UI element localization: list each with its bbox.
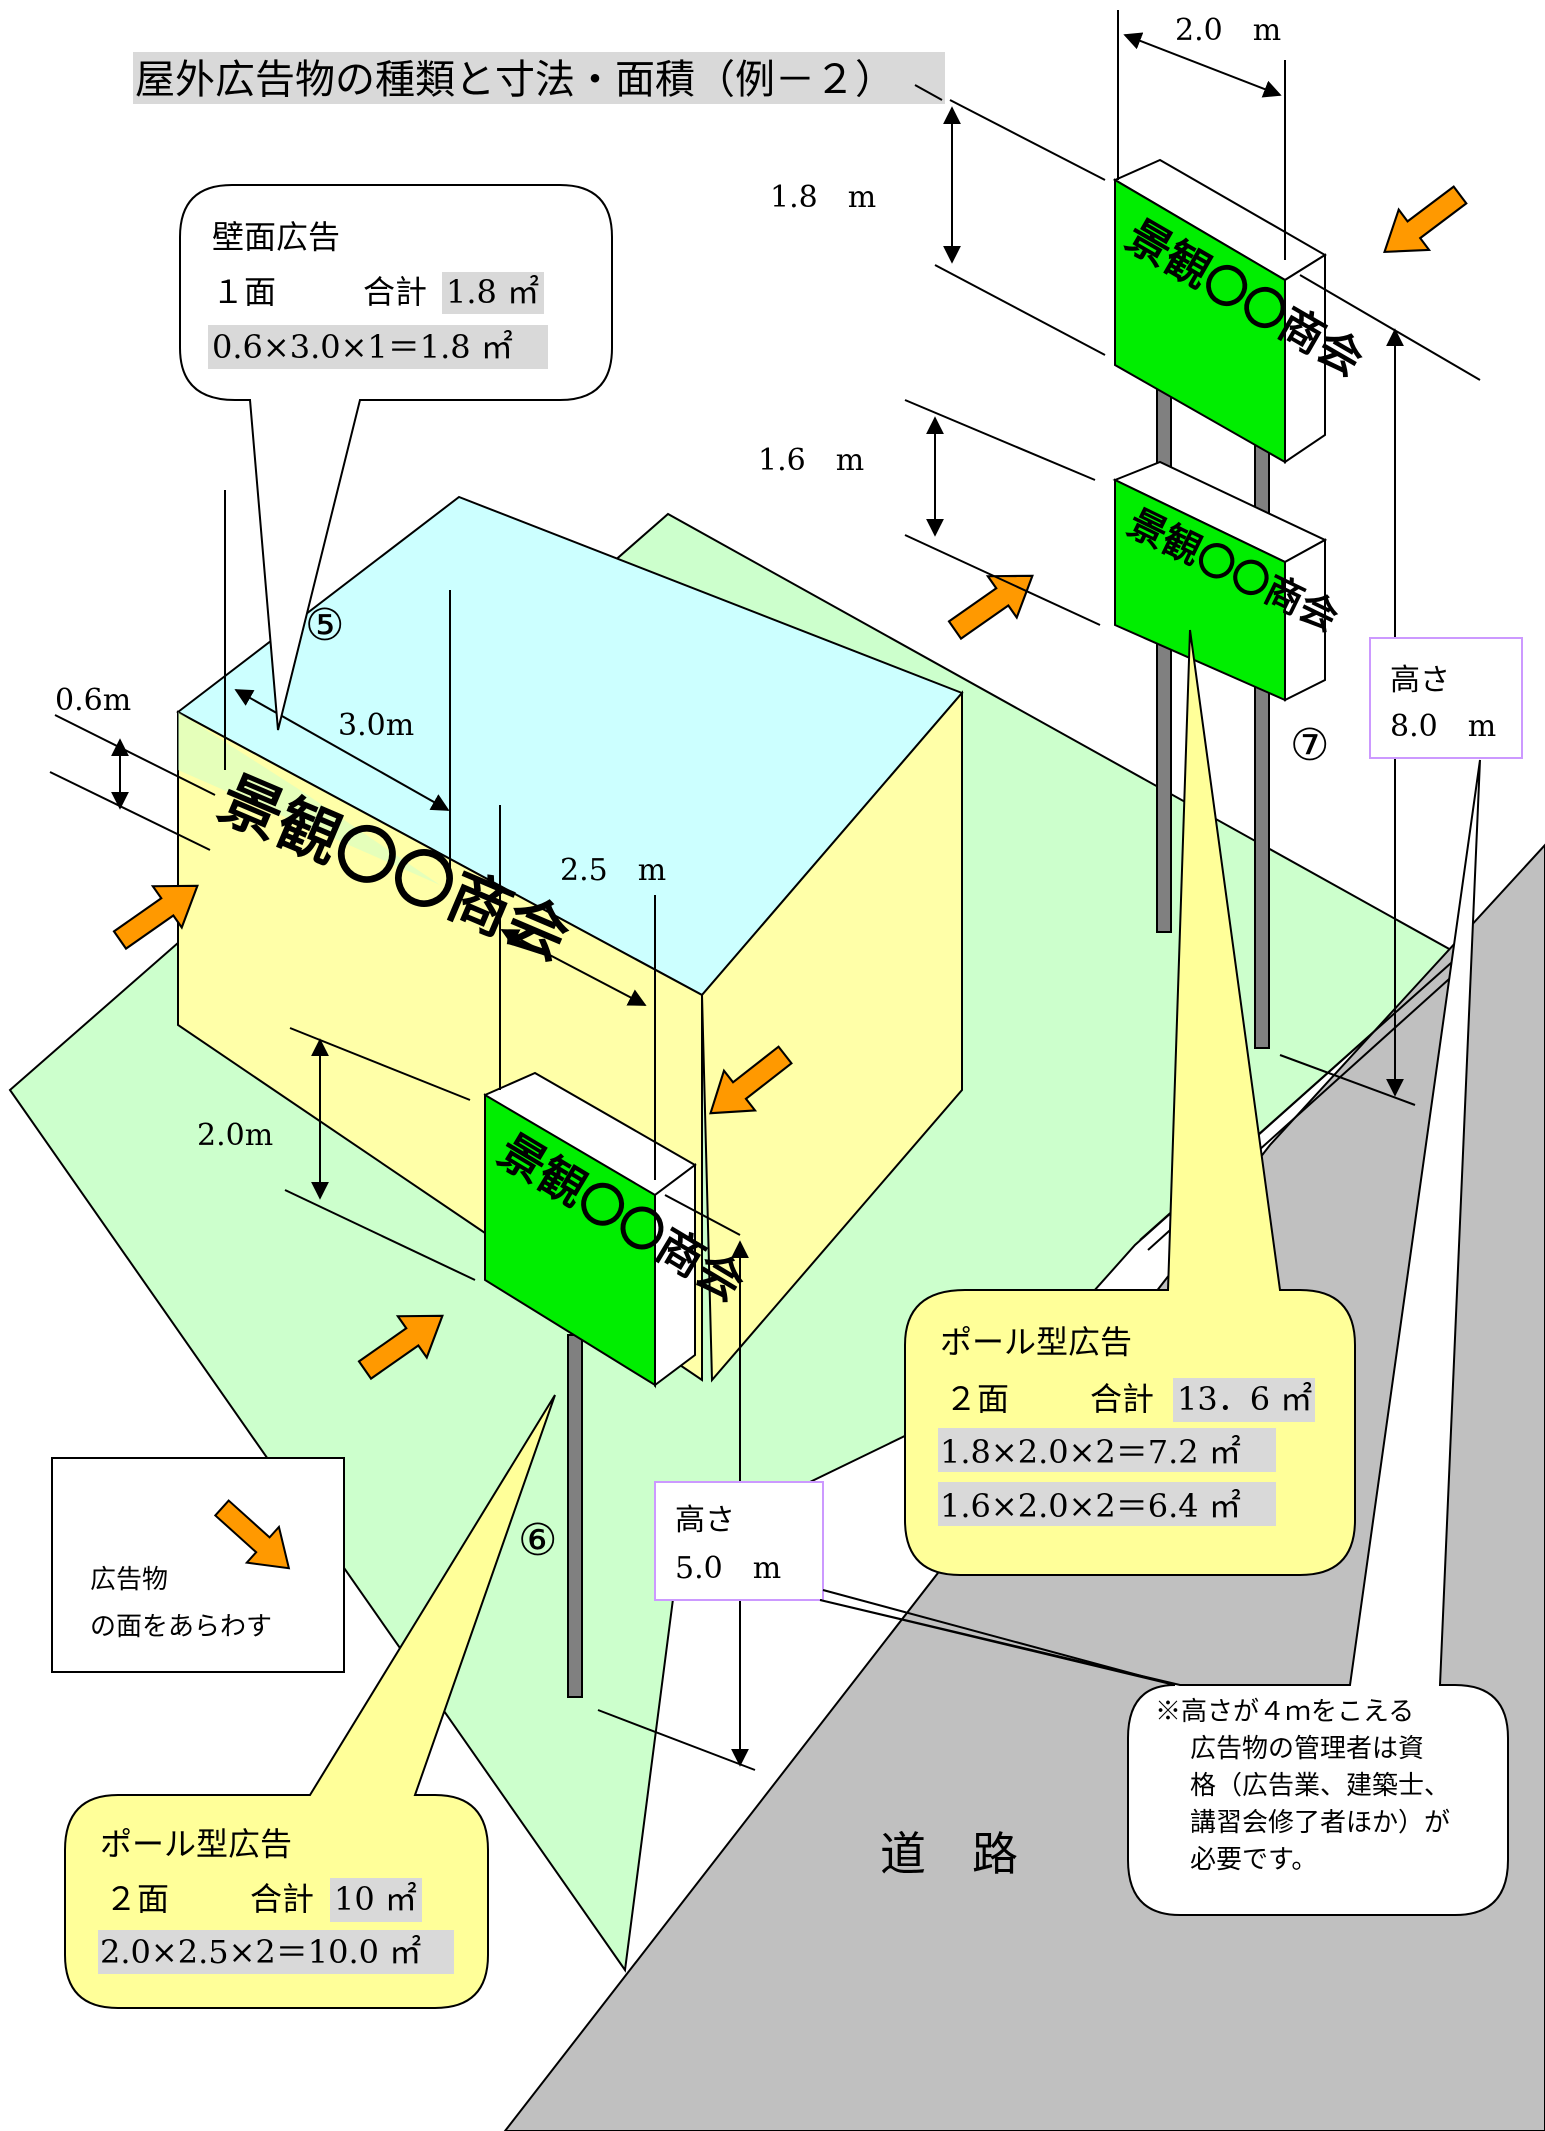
callout-pole7-formula2: 1.6×2.0×2＝6.4 ㎡: [940, 1487, 1241, 1525]
callout-note-line-4: 講習会修了者ほか）が: [1190, 1808, 1450, 1838]
height-box-pole6: [654, 1481, 824, 1601]
legend-line-2: の面をあらわす: [90, 1612, 272, 1642]
callout-pole7-faces: ２面: [945, 1380, 1009, 1418]
dim-wall-width: 3.0m: [338, 708, 414, 743]
callout-wall-bubble: [179, 184, 613, 731]
callout-pole6-total-value: 10 ㎡: [334, 1880, 417, 1918]
marker-pole6: ⑥: [518, 1515, 557, 1566]
callout-note-line-5: 必要です。: [1190, 1845, 1317, 1875]
height-box-pole7: [1369, 637, 1523, 759]
callout-note-line-3: 格（広告業、建築士、: [1190, 1771, 1450, 1801]
legend-box: [51, 1457, 345, 1673]
title-highlight: [133, 52, 945, 104]
orange-arrow-icon: [939, 554, 1048, 652]
dim-lower-sign-height: 1.6 m: [758, 443, 864, 478]
callout-pole7-formula2-highlight: [938, 1482, 1276, 1526]
dim-pole6-sign-height: 2.0m: [197, 1118, 273, 1153]
dim-upper-sign-height: 1.8 m: [770, 180, 876, 215]
callout-pole6-formula: 2.0×2.5×2＝10.0 ㎡: [100, 1933, 421, 1971]
callout-pole7-title: ポール型広告: [940, 1323, 1132, 1361]
callout-pole6-title: ポール型広告: [100, 1825, 292, 1863]
orange-arrow-icon: [1368, 173, 1477, 274]
callout-note-line-2: 広告物の管理者は資: [1190, 1734, 1424, 1764]
marker-wall: ⑤: [305, 600, 344, 651]
callout-wall-faces: １面: [212, 273, 276, 311]
callout-wall-total-value: 1.8 ㎡: [446, 273, 539, 311]
height-box-pole7-label: 高さ: [1390, 663, 1450, 698]
callout-pole7-bubble: [904, 629, 1356, 1576]
title-leader: [914, 84, 943, 101]
callout-pole7-formula1-highlight: [938, 1428, 1276, 1472]
callout-wall-formula: 0.6×3.0×1＝1.8 ㎡: [212, 328, 513, 366]
callout-pole6-bubble: [64, 1394, 556, 2009]
callout-pole7-formula1: 1.8×2.0×2＝7.2 ㎡: [940, 1433, 1241, 1471]
callout-note-line-1: ※高さが４ｍをこえる: [1155, 1697, 1414, 1727]
marker-pole7: ⑦: [1290, 720, 1329, 771]
road-label: 道 路: [880, 1827, 1018, 1881]
callout-wall-title: 壁面広告: [212, 218, 340, 256]
dim-pole6-width: 2.5 m: [560, 853, 666, 888]
callout-pole6-total-label: 合計: [250, 1880, 314, 1918]
callout-pole6-total-highlight: [330, 1878, 422, 1922]
height-box-pole6-label: 高さ: [675, 1503, 735, 1538]
callout-pole6-formula-highlight: [98, 1930, 454, 1974]
height-box-pole6-value: 5.0 m: [675, 1551, 781, 1586]
page-title: 屋外広告物の種類と寸法・面積（例－２）: [135, 57, 895, 103]
pole7-upper-sign-face: [1114, 178, 1286, 464]
callout-note-bubble: [819, 759, 1509, 1916]
pole7-lower-sign-face: [1114, 478, 1286, 702]
callout-wall-total-label: 合計: [363, 273, 427, 311]
pole6-sign-face: [484, 1093, 656, 1387]
callout-wall-formula-highlight: [208, 325, 548, 369]
legend-line-1: 広告物: [90, 1565, 168, 1595]
height-box-pole7-value: 8.0 m: [1390, 709, 1496, 744]
pole6-pole: [567, 1334, 583, 1698]
dim-wall-height: 0.6m: [55, 683, 131, 718]
building-side-wall: [700, 690, 963, 1383]
callout-pole7-total-highlight: [1173, 1378, 1315, 1422]
callout-pole7-total-value: 13．6 ㎡: [1177, 1380, 1312, 1418]
callout-wall-total-highlight: [442, 272, 544, 314]
note-leader: [822, 1589, 1176, 1686]
dim-top-width: 2.0 m: [1175, 13, 1281, 48]
callout-pole7-total-label: 合計: [1090, 1380, 1154, 1418]
callout-pole6-faces: ２面: [105, 1880, 169, 1918]
